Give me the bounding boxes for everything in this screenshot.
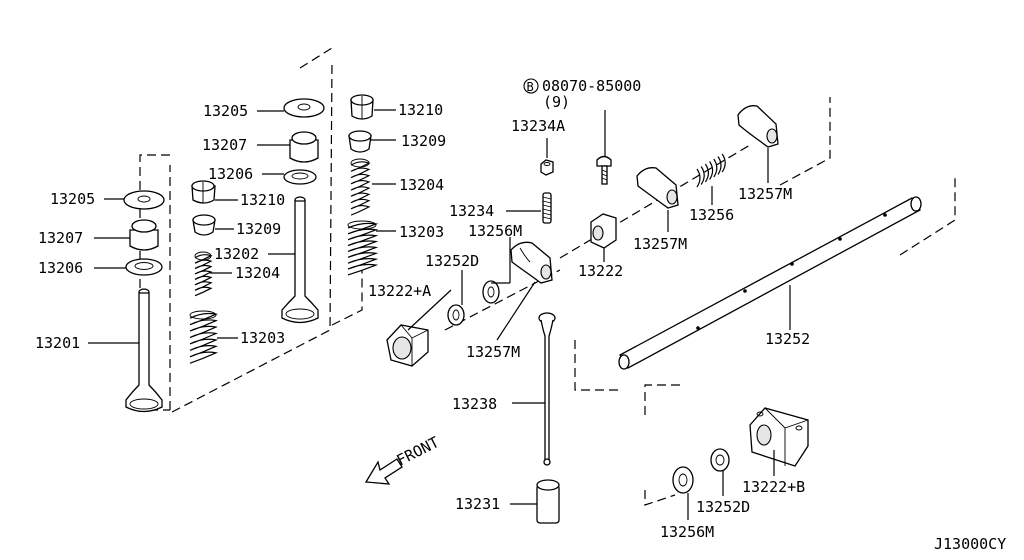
label-13206-right: 13206 xyxy=(208,165,253,183)
adjust-nut-13234A xyxy=(540,159,554,176)
upper-valve-parts xyxy=(283,94,379,276)
adjust-screw-13234 xyxy=(542,192,552,224)
label-13209-left: 13209 xyxy=(236,220,281,238)
spring-top-coil xyxy=(194,251,212,261)
spring-coil xyxy=(347,222,379,276)
label-13252D-center: 13252D xyxy=(425,252,479,270)
rocker-arm-13257M-upper-b xyxy=(737,105,779,148)
label-13234: 13234 xyxy=(449,202,494,220)
label-13203-right: 13203 xyxy=(399,223,444,241)
label-13204-right: 13204 xyxy=(399,176,444,194)
spring-coil xyxy=(194,254,213,297)
rocker-area xyxy=(364,105,922,524)
bolt-symbol: B xyxy=(527,80,534,94)
label-13238: 13238 xyxy=(452,395,497,413)
label-bolt-code: 08070-85000 xyxy=(542,77,641,95)
label-13252: 13252 xyxy=(765,330,810,348)
label-13257M-center: 13257M xyxy=(466,343,520,361)
label-13206-left: 13206 xyxy=(38,259,83,277)
label-13201: 13201 xyxy=(35,334,80,352)
figure-code: J13000CY xyxy=(934,535,1006,553)
rocker-spring-13256 xyxy=(696,153,726,188)
label-13205-right: 13205 xyxy=(203,102,248,120)
washer-13206-left xyxy=(125,258,163,276)
rocker-support-13222 xyxy=(590,213,617,249)
rocker-shaft-13252 xyxy=(618,196,922,370)
rocker-arm-13257M-upper-a xyxy=(636,167,679,209)
label-13257M-upper-b: 13257M xyxy=(738,185,792,203)
label-13231: 13231 xyxy=(455,495,500,513)
rocker-support-13222A xyxy=(386,324,429,367)
cotter-13210-left xyxy=(191,180,216,204)
valve-seal-13209-right xyxy=(348,130,372,153)
label-13257M-upper-a: 13257M xyxy=(633,235,687,253)
rocker-support-13222B xyxy=(749,407,809,467)
label-13207-left: 13207 xyxy=(38,229,83,247)
bolt-08070-85000 xyxy=(596,155,612,185)
label-13256M-lower: 13256M xyxy=(660,523,714,541)
valve-seat-13207-left xyxy=(129,219,159,251)
bolt-symbol-circle xyxy=(523,78,539,94)
pushrod-13238 xyxy=(538,312,556,466)
label-bolt-qty: (9) xyxy=(543,93,570,111)
label-13205-left: 13205 xyxy=(50,190,95,208)
spring-coil xyxy=(696,153,726,188)
label-13234A: 13234A xyxy=(511,117,565,135)
spring-coil xyxy=(350,161,371,216)
washer-13256M-lower xyxy=(672,466,694,494)
label-13256: 13256 xyxy=(689,206,734,224)
label-13204-left: 13204 xyxy=(235,264,280,282)
label-13256M-center: 13256M xyxy=(468,222,522,240)
washer-13206-right xyxy=(283,169,317,185)
lower-right-assembly xyxy=(672,407,809,494)
spacer-13252D-lower xyxy=(710,448,730,472)
front-arrow-icon xyxy=(364,458,403,485)
bolt-callout: B 08070-85000 (9) xyxy=(523,77,641,111)
label-13203-left: 13203 xyxy=(240,329,285,347)
label-13210-right: 13210 xyxy=(398,101,443,119)
spring-top-coil xyxy=(189,310,217,320)
label-13209-right: 13209 xyxy=(401,132,446,150)
label-13222: 13222 xyxy=(578,262,623,280)
valve-lifter-13231 xyxy=(536,479,560,524)
label-13252D-lower: 13252D xyxy=(696,498,750,516)
retainer-13205-left xyxy=(123,190,165,210)
spring-top-coil xyxy=(350,158,370,168)
valve-13202 xyxy=(281,196,319,324)
label-front: FRONT xyxy=(394,433,442,470)
outer-spring-13203-left xyxy=(189,310,218,364)
valve-seat-13207-right xyxy=(289,131,319,163)
left-valve-assembly xyxy=(123,180,319,413)
label-13202: 13202 xyxy=(214,245,259,263)
label-13222B: 13222+B xyxy=(742,478,805,496)
inner-spring-13204-right xyxy=(350,158,371,216)
label-13207-right: 13207 xyxy=(202,136,247,154)
label-13222A: 13222+A xyxy=(368,282,431,300)
washer-13256M-center xyxy=(482,280,500,304)
label-13210-left: 13210 xyxy=(240,191,285,209)
cotter-13210-right xyxy=(350,94,374,120)
valve-seal-13209-left xyxy=(192,214,216,236)
rocker-arm-13257M-center xyxy=(510,241,553,284)
spring-coil xyxy=(189,312,218,364)
part-number-labels: 13205 13207 13206 13201 13205 13207 1320… xyxy=(35,77,1006,553)
spring-top-coil xyxy=(347,220,377,230)
outer-spring-13203-right xyxy=(347,220,379,276)
spacer-13252D-center xyxy=(447,304,465,326)
retainer-13205-right xyxy=(283,98,325,118)
inner-spring-13204-left xyxy=(194,251,213,297)
valve-13201 xyxy=(125,288,163,413)
leader-lines xyxy=(88,109,791,520)
